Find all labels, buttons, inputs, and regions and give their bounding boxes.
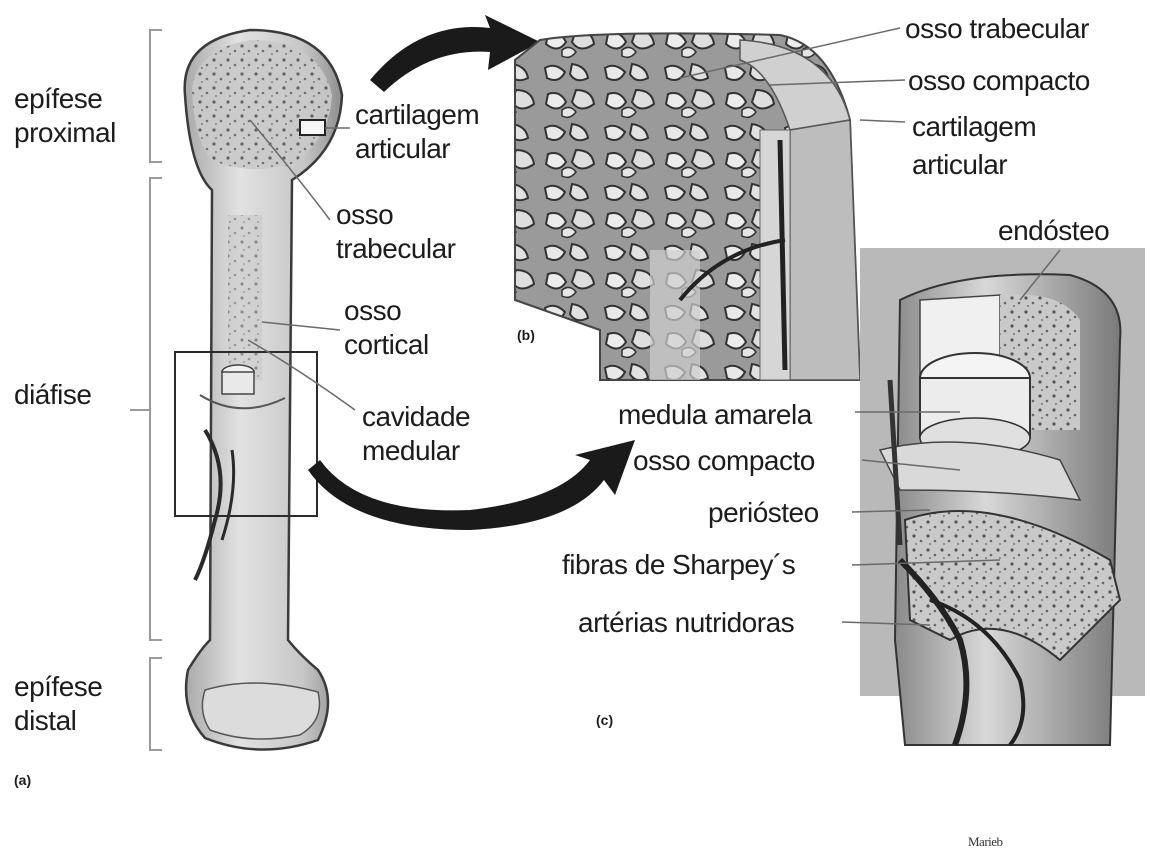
label-c-compact-bone: osso compacto (633, 444, 815, 478)
label-a-trabecular-bone-line2: trabecular (336, 232, 456, 266)
label-b-compact-bone: osso compacto (908, 64, 1090, 98)
panel-c-tag: (c) (596, 712, 613, 728)
label-c-nutrient-arteries: artérias nutridoras (578, 606, 794, 640)
compact-bone-segment (860, 248, 1145, 745)
panel-b-tag: (b) (517, 327, 535, 343)
label-b-articular-cartilage-line1: cartilagem (912, 110, 1036, 144)
label-proximal-epiphysis-line1: epífese (14, 82, 102, 116)
label-distal-epiphysis-line1: epífese (14, 670, 102, 704)
label-c-periosteum: periósteo (708, 496, 819, 530)
label-a-cortical-bone-line2: cortical (344, 328, 429, 362)
label-c-endosteum: endósteo (998, 214, 1109, 248)
panel-a-tag: (a) (14, 772, 31, 788)
trabecular-block (515, 33, 860, 380)
image-credit: Marieb (968, 825, 1003, 859)
label-proximal-epiphysis-line2: proximal (14, 116, 116, 150)
label-a-articular-cartilage-line2: articular (355, 132, 450, 166)
label-distal-epiphysis-line2: distal (14, 704, 76, 738)
region-brackets (130, 30, 162, 750)
label-a-medullary-cavity-line1: cavidade (362, 400, 470, 434)
label-a-trabecular-bone-line1: osso (336, 198, 393, 232)
label-diaphysis: diáfise (14, 378, 91, 412)
label-a-medullary-cavity-line2: medular (362, 434, 460, 468)
label-c-yellow-marrow: medula amarela (618, 398, 812, 432)
label-b-trabecular-bone: osso trabecular (905, 12, 1089, 46)
label-b-articular-cartilage-line2: articular (912, 148, 1007, 182)
label-a-articular-cartilage-line1: cartilagem (355, 98, 479, 132)
label-a-cortical-bone-line1: osso (344, 294, 401, 328)
label-c-sharpey-fibers: fibras de Sharpey´s (562, 548, 795, 582)
long-bone-illustration (175, 30, 342, 750)
